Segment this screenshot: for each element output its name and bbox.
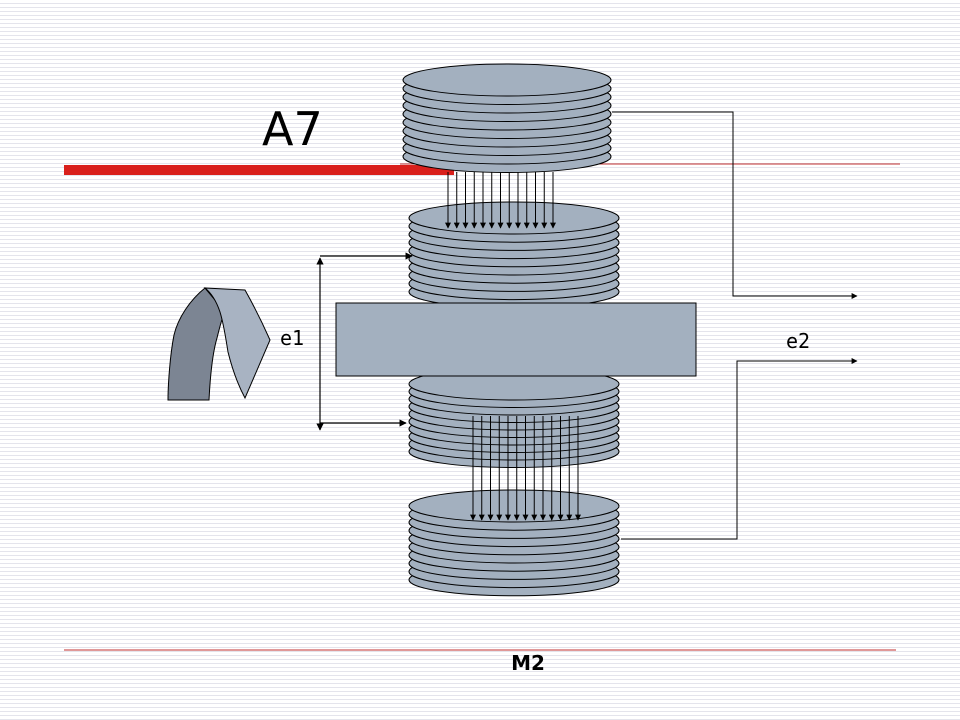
e1-label: e1 bbox=[280, 326, 304, 350]
e2-lower-lead bbox=[621, 358, 858, 540]
lower-primary-coil bbox=[408, 367, 620, 468]
coil-turn bbox=[402, 63, 612, 97]
curled-hand-icon bbox=[167, 287, 271, 401]
footer-label: M2 bbox=[511, 651, 545, 675]
upper-primary-coil bbox=[408, 201, 620, 309]
top-coil bbox=[402, 63, 612, 173]
e2-label: e2 bbox=[786, 329, 810, 353]
core-plate bbox=[335, 302, 697, 377]
e2-upper-lead bbox=[612, 111, 858, 299]
flux-arrows-top bbox=[445, 172, 556, 229]
slide-title: A7 bbox=[262, 102, 323, 156]
accent-bar bbox=[64, 165, 454, 175]
bottom-coil bbox=[408, 489, 620, 597]
flux-arrows-bottom bbox=[470, 416, 581, 521]
coil-turn bbox=[408, 489, 620, 523]
coil-turn bbox=[408, 201, 620, 235]
